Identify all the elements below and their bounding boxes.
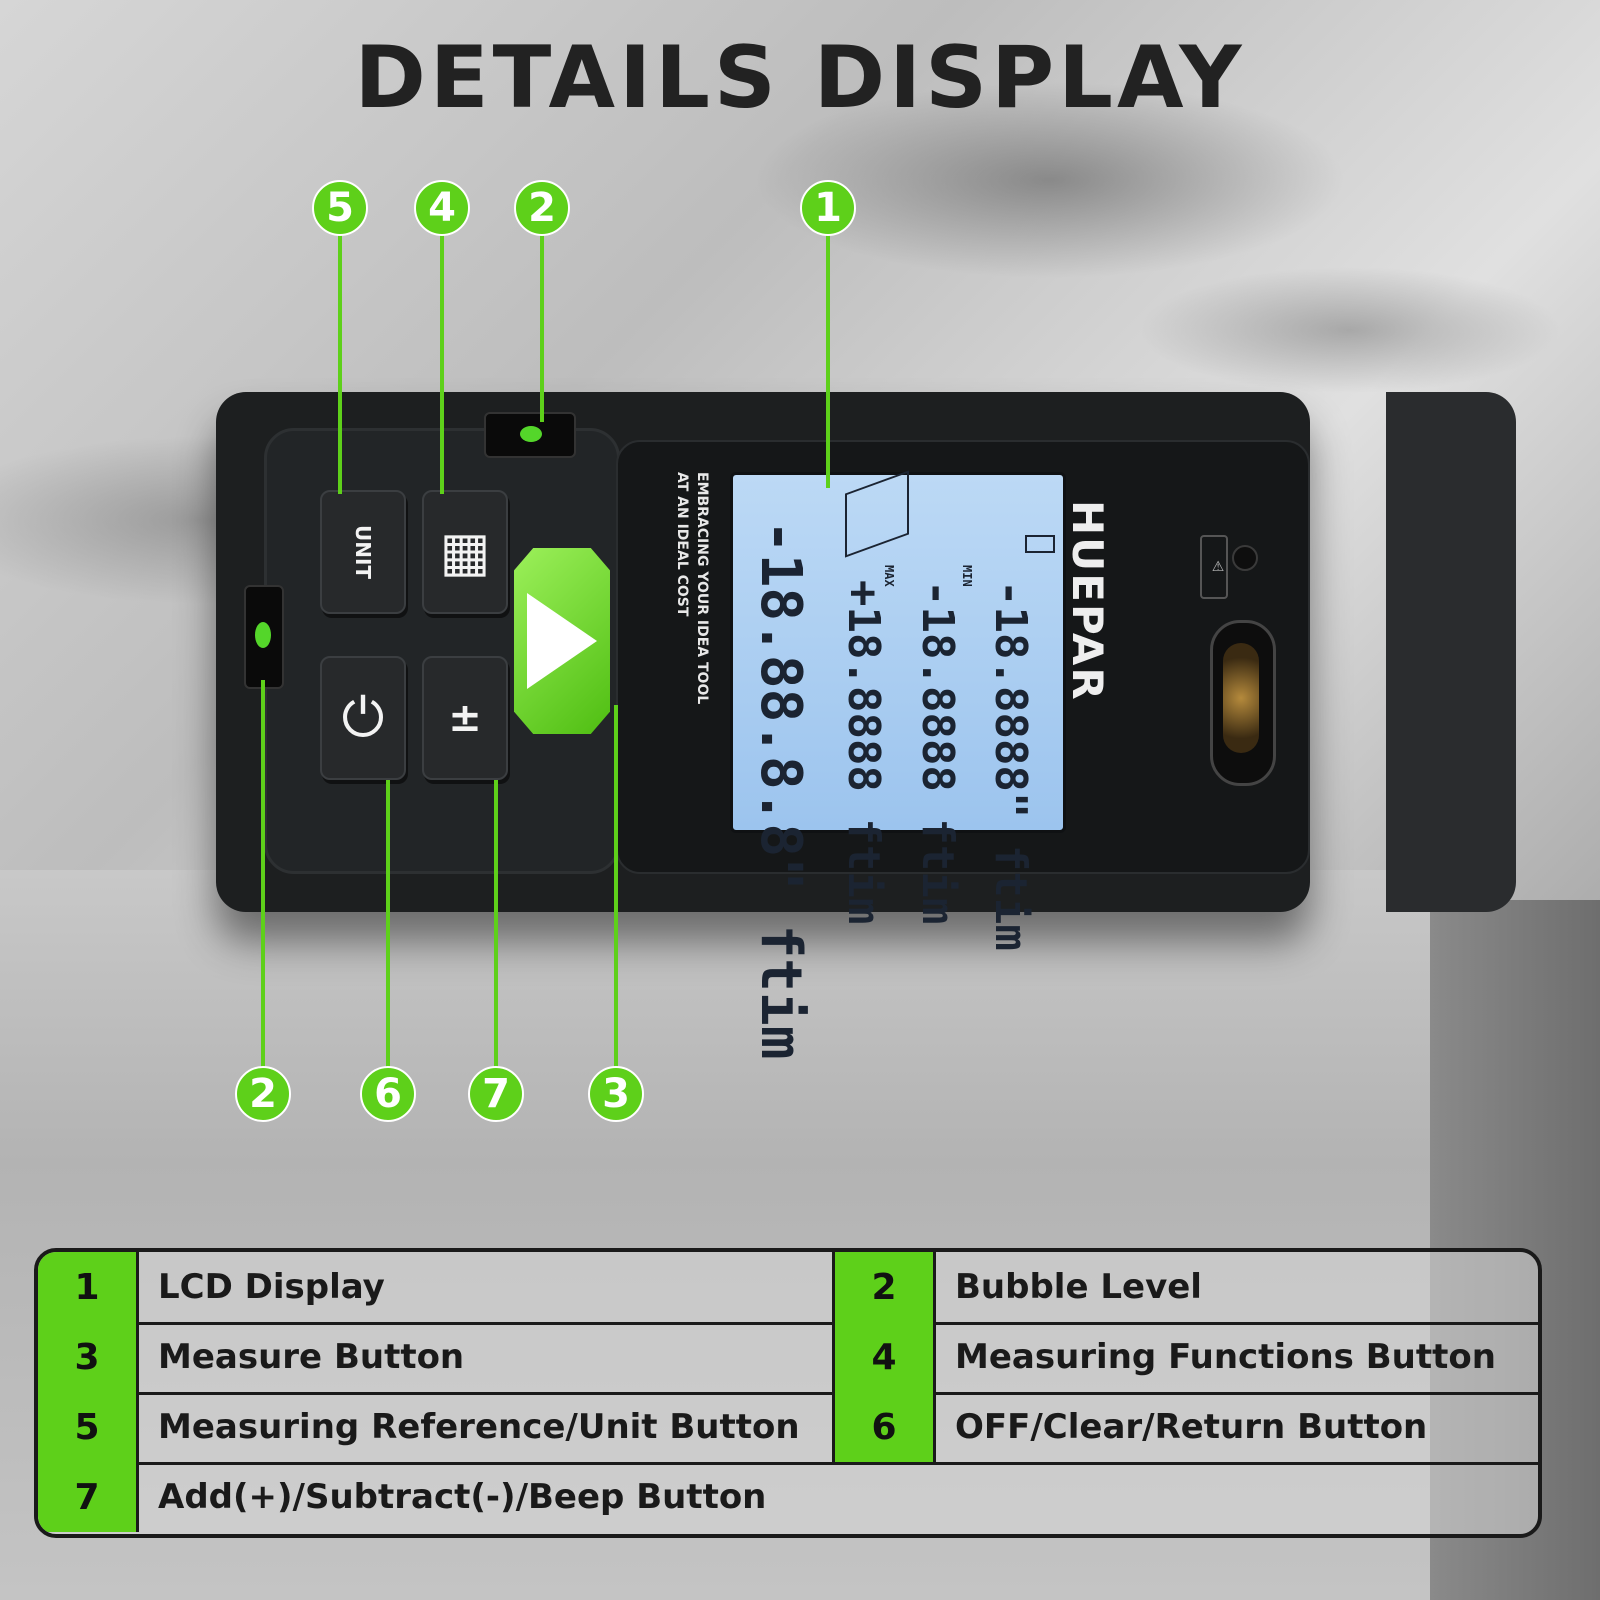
side-bubble-level: [244, 585, 284, 689]
power-button[interactable]: ⏻: [320, 656, 406, 780]
legend-number: 7: [38, 1462, 139, 1532]
legend-row: 3 Measure Button 4 Measuring Functions B…: [38, 1322, 1538, 1395]
legend-label: Measure Button: [158, 1337, 465, 1377]
callout-line-3: [614, 705, 618, 1070]
badge-4: 4: [414, 180, 470, 236]
add-subtract-button[interactable]: ±: [422, 656, 508, 780]
badge-3: 3: [588, 1066, 644, 1122]
battery-icon: [1025, 535, 1055, 553]
power-icon: ⏻: [341, 686, 385, 749]
callout-line-7: [494, 780, 498, 1070]
callout-line-5: [338, 232, 342, 494]
legend-number: 1: [38, 1252, 139, 1322]
legend-label: LCD Display: [158, 1267, 385, 1307]
page-title: DETAILS DISPLAY: [354, 28, 1246, 128]
functions-button[interactable]: ▦: [422, 490, 508, 614]
legend-number: 4: [835, 1322, 936, 1392]
lcd-line-3: +18.8888 ftim: [838, 580, 889, 925]
legend-row: 1 LCD Display 2 Bubble Level: [38, 1252, 1538, 1325]
legend-number: 6: [835, 1392, 936, 1462]
badge-2-bottom: 2: [235, 1066, 291, 1122]
lcd-min-label: MIN: [960, 565, 974, 587]
top-bubble: [520, 426, 542, 442]
legend-label: Bubble Level: [955, 1267, 1202, 1307]
lcd-line-1: -18.8888" ftim: [985, 580, 1036, 951]
lcd-line-2: -18.8888 ftim: [912, 580, 963, 925]
brand-logo: HUEPAR: [1063, 500, 1112, 702]
legend-number: 5: [38, 1392, 139, 1462]
legend-label: Measuring Reference/Unit Button: [158, 1407, 800, 1447]
badge-5: 5: [312, 180, 368, 236]
badge-7: 7: [468, 1066, 524, 1122]
unit-button-label: UNIT: [351, 524, 375, 580]
grid-icon: ▦: [439, 520, 491, 583]
lcd-line-4: -18.88.8.8" ftim: [748, 520, 813, 1060]
measure-button[interactable]: [514, 548, 610, 734]
legend-label: Add(+)/Subtract(-)/Beep Button: [158, 1477, 767, 1517]
lcd-max-label: MAX: [882, 565, 896, 587]
laser-warning-label: ⚠: [1200, 535, 1228, 599]
sensor-dot: [1232, 545, 1258, 571]
play-icon: [527, 593, 597, 689]
slogan-line-2: AT AN IDEAL COST: [674, 472, 690, 617]
plus-minus-icon: ±: [448, 695, 482, 741]
slogan: EMBRACING YOUR IDEA TOOL AT AN IDEAL COS…: [668, 472, 712, 772]
lcd-display: [730, 472, 1066, 833]
legend-row: 7 Add(+)/Subtract(-)/Beep Button: [38, 1462, 1538, 1532]
callout-line-6: [386, 780, 390, 1070]
top-bubble-level: [484, 412, 576, 458]
callout-line-1: [826, 232, 830, 488]
legend-column-divider: [832, 1252, 835, 1462]
badge-2-top: 2: [514, 180, 570, 236]
badge-1: 1: [800, 180, 856, 236]
legend-label: OFF/Clear/Return Button: [955, 1407, 1428, 1447]
unit-button[interactable]: UNIT: [320, 490, 406, 614]
side-bubble: [255, 622, 271, 648]
laser-lens: [1210, 620, 1276, 786]
legend-table: 1 LCD Display 2 Bubble Level 3 Measure B…: [34, 1248, 1542, 1538]
legend-label: Measuring Functions Button: [955, 1337, 1496, 1377]
legend-number: 3: [38, 1322, 139, 1392]
device-end-cap: [1386, 392, 1516, 912]
legend-number: 2: [835, 1252, 936, 1322]
slogan-line-1: EMBRACING YOUR IDEA TOOL: [694, 472, 710, 705]
callout-line-2-top: [540, 232, 544, 422]
callout-line-2-bottom: [261, 680, 265, 1070]
badge-6: 6: [360, 1066, 416, 1122]
legend-row: 5 Measuring Reference/Unit Button 6 OFF/…: [38, 1392, 1538, 1465]
callout-line-4: [440, 232, 444, 494]
